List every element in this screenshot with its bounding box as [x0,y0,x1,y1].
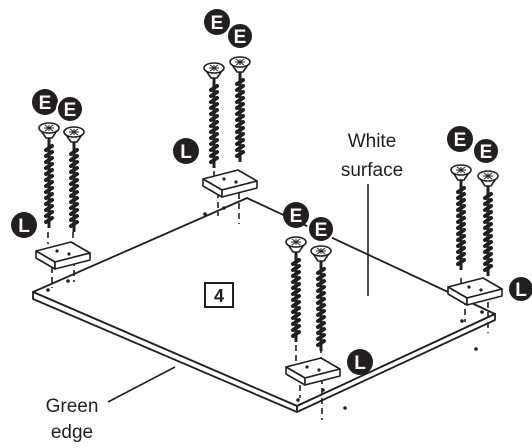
badge-l: L [347,349,373,375]
white-surface-label-line2: surface [341,160,403,181]
svg-text:L: L [180,142,192,163]
badge-e: E [226,22,254,50]
screw [476,169,500,278]
svg-text:L: L [18,216,30,237]
block-back [202,169,258,198]
screw [449,163,473,272]
svg-text:L: L [515,280,527,301]
svg-text:E: E [315,220,328,241]
badge-e: E [204,9,230,35]
badge-e: E [447,126,473,152]
svg-text:E: E [480,142,493,163]
badge-e: E [307,215,335,243]
badge-e: E [472,137,500,165]
screw [228,55,252,164]
badge-l: L [509,277,532,301]
white-surface-label-line1: White [348,131,397,152]
screw [37,121,61,230]
panel-number-box: 4 [204,282,234,308]
green-edge-label-line2: edge [51,422,93,443]
badge-l: L [11,212,37,238]
panel [32,197,496,413]
svg-text:E: E [234,27,247,48]
panel-number: 4 [214,286,224,306]
green-edge-callout: Green edge [46,366,176,443]
svg-text:E: E [39,93,52,114]
badge-l: L [173,138,199,164]
green-edge-label-line1: Green [46,396,99,417]
badge-e: E [32,89,58,115]
badge-e: E [283,202,309,228]
block-left [35,241,91,270]
badge-e: E [56,95,84,123]
svg-text:E: E [454,130,467,151]
svg-text:L: L [354,353,366,374]
svg-text:E: E [64,100,77,121]
white-surface-callout: White surface [341,131,403,296]
screw [202,61,226,170]
svg-text:E: E [290,206,303,227]
screw [62,125,86,234]
svg-text:E: E [211,13,224,34]
